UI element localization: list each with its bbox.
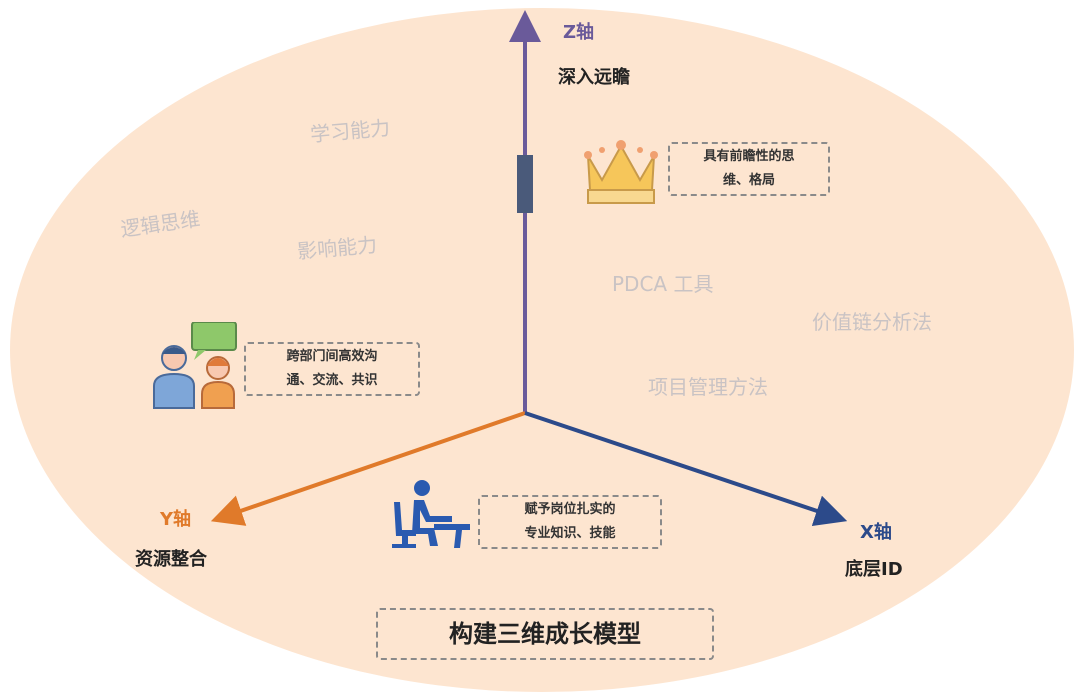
crown-icon bbox=[584, 140, 658, 204]
diagram-title-box: 构建三维成长模型 bbox=[376, 608, 714, 660]
z-description-line1: 具有前瞻性的思 bbox=[703, 149, 795, 164]
y-description-line2: 通、交流、共识 bbox=[286, 373, 378, 388]
desk-worker-icon bbox=[392, 480, 470, 548]
y-description-line1: 跨部门间高效沟 bbox=[286, 349, 378, 364]
y-description-box: 跨部门间高效沟 通、交流、共识 bbox=[244, 342, 420, 396]
z-description-line2: 维、格局 bbox=[722, 173, 775, 188]
x-description-line1: 赋予岗位扎实的 bbox=[524, 502, 616, 517]
x-description-box: 赋予岗位扎实的 专业知识、技能 bbox=[478, 495, 662, 549]
faint-label-project-mgmt: 项目管理方法 bbox=[648, 375, 768, 399]
faint-label-pdca: PDCA 工具 bbox=[612, 272, 714, 296]
x-axis-line bbox=[524, 411, 848, 527]
diagram-title: 构建三维成长模型 bbox=[449, 620, 641, 648]
z-description-box: 具有前瞻性的思 维、格局 bbox=[668, 142, 830, 196]
faint-label-value-chain: 价值链分析法 bbox=[812, 310, 932, 334]
people-communication-icon bbox=[153, 322, 237, 409]
growth-ellipse bbox=[10, 8, 1074, 692]
x-axis-label: X轴 bbox=[860, 522, 892, 543]
z-axis-marker bbox=[517, 155, 533, 213]
y-axis-line bbox=[210, 411, 526, 526]
z-axis-label: Z轴 bbox=[563, 22, 595, 43]
y-axis-label: Y轴 bbox=[160, 509, 192, 530]
z-axis-name: 深入远瞻 bbox=[558, 67, 630, 88]
x-description-line2: 专业知识、技能 bbox=[524, 526, 616, 541]
x-axis-name: 底层ID bbox=[845, 559, 903, 580]
y-axis-name: 资源整合 bbox=[135, 549, 207, 570]
